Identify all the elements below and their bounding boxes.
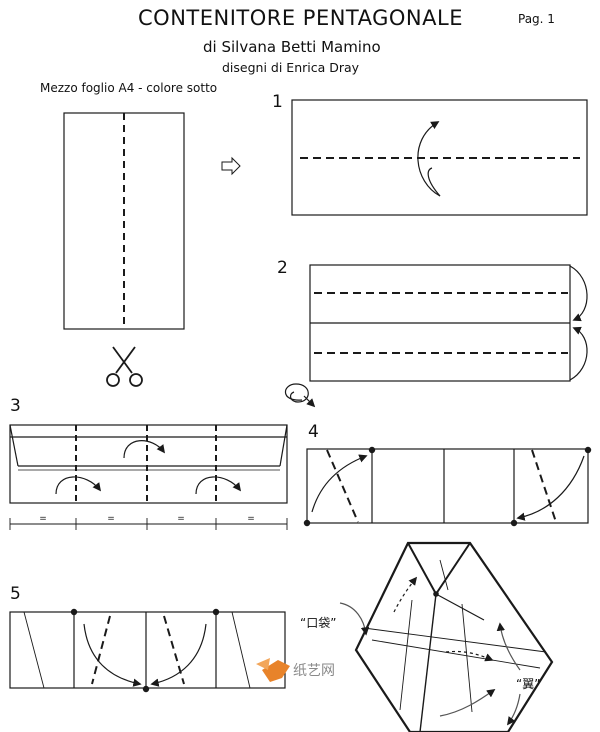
initial-paper [63, 112, 185, 330]
scissors-icon [106, 346, 143, 387]
author-line: di Silvana Betti Mamino [203, 38, 381, 56]
step-number-5: 5 [10, 584, 21, 604]
rotate-icon [284, 383, 316, 408]
final-model-diagram [339, 541, 554, 732]
step-4-diagram [303, 446, 592, 527]
step-3-diagram [9, 424, 288, 530]
step-2-diagram [309, 264, 588, 382]
wing-label: “翼” [516, 677, 541, 691]
turn-arrow-icon [221, 156, 241, 176]
step-5-diagram [9, 608, 286, 693]
step-number-1: 1 [272, 92, 283, 112]
step-number-4: 4 [308, 422, 319, 442]
equal-mark: = [177, 514, 185, 524]
pocket-label: “口袋” [300, 616, 337, 630]
step-number-2: 2 [277, 258, 288, 278]
equal-mark: = [107, 514, 115, 524]
page-number: Pag. 1 [518, 12, 555, 26]
step-1-diagram [291, 99, 588, 216]
step-number-3: 3 [10, 396, 21, 416]
paper-note: Mezzo foglio A4 - colore sotto [40, 81, 218, 95]
equal-mark: = [39, 514, 47, 524]
equal-mark: = [247, 514, 255, 524]
page-title: CONTENITORE PENTAGONALE [138, 6, 463, 30]
illustrator-line: disegni di Enrica Dray [222, 60, 360, 75]
watermark-bird-icon [256, 658, 290, 682]
watermark-text: 纸艺网 [293, 663, 335, 679]
